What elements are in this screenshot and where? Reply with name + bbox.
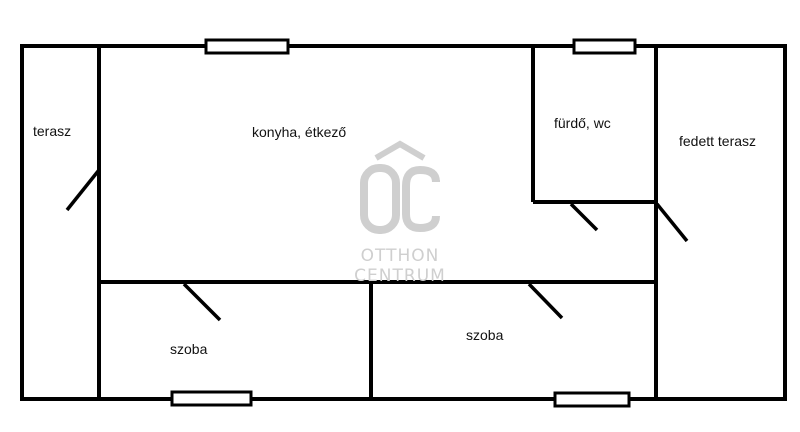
room-label-furdo-wc: fürdő, wc — [554, 115, 611, 131]
logo-o-icon — [360, 164, 400, 234]
watermark-brand-line2: CENTRUM — [354, 266, 446, 286]
door-terasz — [65, 168, 101, 212]
window-bedroom-left — [170, 390, 253, 407]
otthon-centrum-logo-icon: ÔC — [360, 140, 440, 234]
logo-roof-icon — [374, 140, 426, 161]
window-bathroom — [572, 38, 637, 55]
room-label-szoba-left: szoba — [170, 341, 208, 357]
door-bathroom — [569, 202, 599, 232]
door-fedett-terasz — [655, 202, 689, 243]
logo-c-icon — [402, 165, 440, 233]
door-bedroom-left — [182, 282, 222, 322]
door-bedroom-right — [527, 282, 564, 320]
room-label-konyha-etkezo: konyha, étkező — [252, 124, 347, 140]
window-kitchen — [204, 38, 290, 55]
watermark-brand: OTTHON CENTRUM — [338, 246, 462, 286]
room-label-szoba-right: szoba — [466, 327, 504, 343]
window-bedroom-right — [553, 391, 631, 408]
watermark-brand-line1: OTTHON — [360, 246, 440, 266]
room-label-fedett-terasz: fedett terasz — [679, 133, 757, 149]
room-label-terasz: terasz — [33, 123, 72, 139]
outer-wall — [20, 44, 787, 401]
